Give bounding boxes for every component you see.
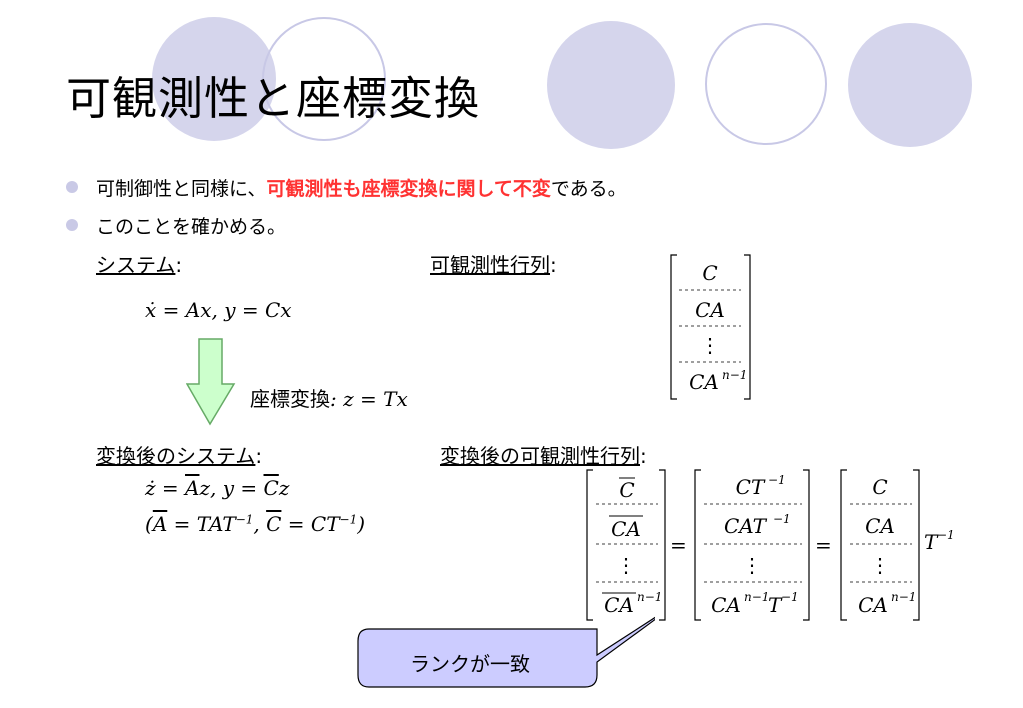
matrix-mid: CT −1 CAT −1 ⋮ CA n−1 T −1 [694,469,810,621]
matrix-bar-row-4-exp: n−1 [637,590,662,604]
matrix1-row-4: CA [689,370,719,394]
coord-transform-label: 座標変換: z = Tx [250,383,408,412]
defs-cbar: C [266,512,282,536]
observability-matrix-label-colon: : [550,253,557,277]
coord-transform-text: 座標変換 [250,387,330,411]
bullet-dot-2 [66,219,78,231]
matrix-right-row-1: C [872,475,887,499]
transformed-system-label: 変換後のシステム: [96,440,262,469]
transformed-observability-label: 変換後の可観測性行列: [440,440,647,469]
matrix-mid-row-3: ⋮ [742,553,762,577]
defs-ct: = CT [281,512,340,536]
matrix1-row-4-exp: n−1 [722,368,747,382]
matrix-mid-row-2-exp: −1 [773,512,791,526]
matrix-bar-row-3: ⋮ [616,553,636,577]
transformed-system-label-colon: : [255,444,263,468]
equals-sign-1: = [670,533,687,557]
matrix1-row-3: ⋮ [700,333,720,357]
defs-comma: , [253,512,267,536]
decor-circle-1 [152,17,276,141]
callout-shape [357,616,655,688]
transformed-state-equation: ż = Az, y = Cz [145,476,289,500]
matrix-mid-row-4-t-exp: −1 [781,590,799,604]
transformed-eq-abar: A [185,476,200,500]
bullet-dot-1 [66,181,78,193]
defs-abar: A [152,512,168,536]
observability-matrix-label: 可観測性行列: [430,249,557,278]
matrix-mid-row-4-exp: n−1 [744,590,769,604]
t-inverse: T [924,530,939,554]
bullet-1: 可制御性と同様に、可観測性も座標変換に関して不変である。 [96,174,627,201]
state-equation: ẋ = Ax, y = Cx [145,298,292,322]
transformed-eq-part-3: z [278,476,290,500]
t-inverse-exp: −1 [937,528,955,542]
defs-tat: = TAT [167,512,236,536]
callout-text: ランクが一致 [410,652,530,676]
matrix1-row-2: CA [695,298,725,322]
defs-exp-1: −1 [235,512,254,527]
transformed-eq-part-1: ż = [145,476,186,500]
transformed-observability-label-colon: : [640,444,647,468]
matrix-right-row-3: ⋮ [870,553,890,577]
coord-transform-equation: : z = Tx [330,387,408,411]
bullet-1-prefix: 可制御性と同様に、 [96,178,267,200]
arrow-down-icon [186,338,236,426]
matrix-mid-row-1-exp: −1 [768,473,786,487]
equals-sign-2: = [815,533,832,557]
matrix-mid-row-2: CAT [724,514,768,538]
matrix-right-row-2: CA [865,514,895,538]
defs-open: ( [145,512,153,536]
matrix-mid-row-4: CA [711,593,741,617]
transformed-system-label-text: 変換後のシステム [96,444,256,468]
matrix-right: C CA ⋮ CA n−1 [840,469,920,621]
defs-exp-2: −1 [339,512,358,527]
transformed-eq-part-2: z, y = [199,476,264,500]
matrix1-row-1: C [702,261,717,285]
defs-close: ) [357,512,366,536]
system-label-text: システム [96,253,176,277]
matrix-bar-row-2: CA [611,517,641,541]
observability-matrix: C CA ⋮ CA n−1 [670,254,751,400]
bullet-1-suffix: である。 [550,178,627,200]
matrix-mid-row-1: CT [736,475,766,499]
matrix-right-row-4-exp: n−1 [891,590,916,604]
transformed-observability-label-text: 変換後の可観測性行列 [440,444,640,468]
system-label: システム: [96,249,182,278]
transformed-eq-cbar: C [263,476,279,500]
observability-matrix-label-text: 可観測性行列 [430,253,550,277]
matrix-mid-row-4-t: T [768,593,783,617]
system-label-colon: : [175,253,183,277]
decor-circle-4 [705,23,827,145]
slide-title: 可観測性と座標変換 [66,72,481,125]
bullet-1-highlight: 可観測性も座標変換に関して不変 [266,178,551,200]
decor-circle-3 [547,21,675,149]
matrix-bar: C CA ⋮ CA n−1 [586,469,666,621]
matrix-right-row-4: CA [858,593,888,617]
transformed-observability-equation: C CA ⋮ CA n−1 = CT −1 CAT −1 ⋮ CA n−1 T … [586,469,955,621]
decor-circle-5 [848,23,972,147]
definitions-equation: (A = TAT−1, C = CT−1) [145,512,365,536]
matrix-bar-row-4: CA [604,593,634,617]
matrix-bar-row-1: C [619,478,634,502]
bullet-2: このことを確かめる。 [96,216,287,238]
decor-circle-2 [262,17,386,141]
